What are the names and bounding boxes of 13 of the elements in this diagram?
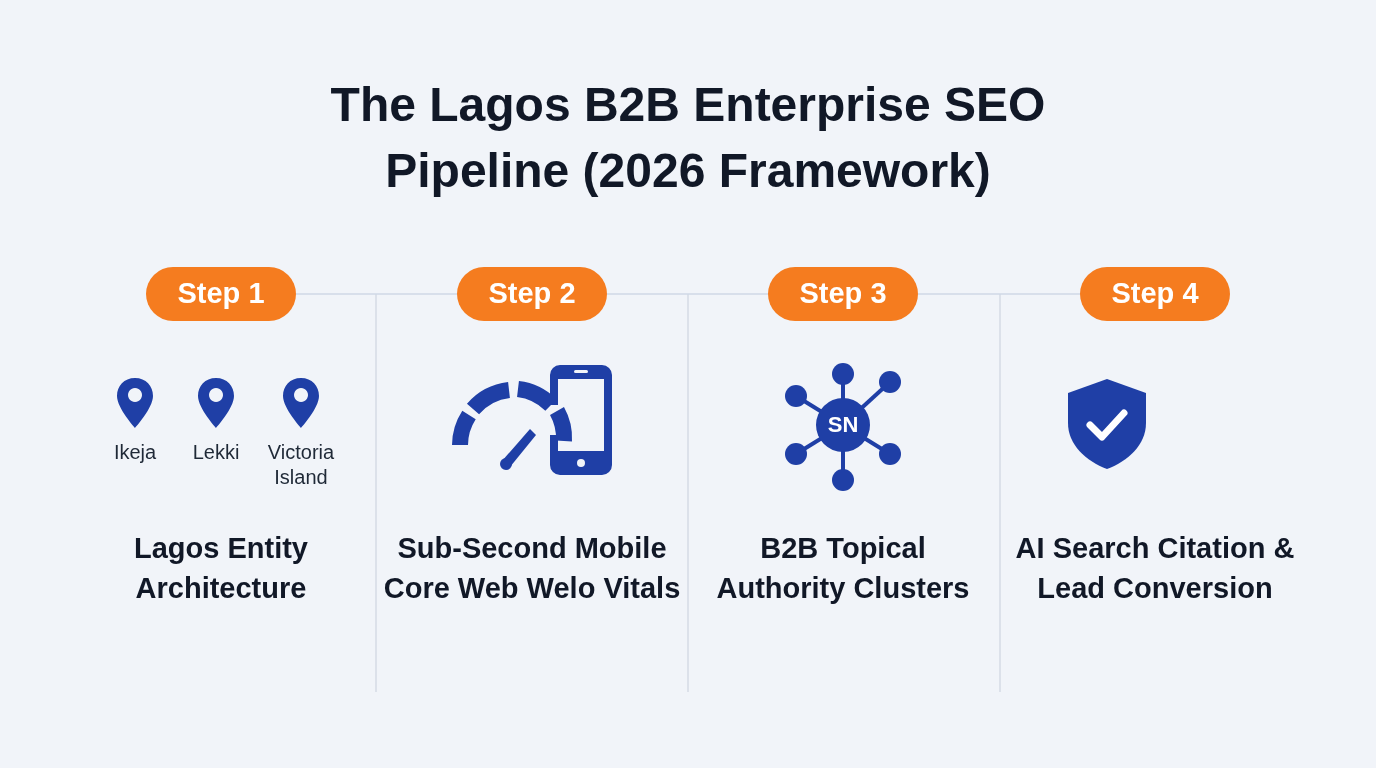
step-badge: Step 2 [457, 267, 607, 321]
title: The Lagos B2B Enterprise SEO Pipeline (2026 Framework) [329, 77, 1047, 199]
hub-label: SN [826, 412, 860, 438]
place-label: Ikeja [112, 440, 158, 465]
step-badge: Step 4 [1080, 267, 1230, 321]
step-badge: Step 3 [768, 267, 918, 321]
step-title: B2B Topical Authority Clusters [715, 531, 971, 606]
step-badge: Step 1 [146, 267, 296, 321]
place-label: Lekki [191, 440, 241, 465]
step-title: Lagos Entity Architecture [133, 531, 309, 606]
step-title: AI Search Citation & Lead Conversion [1014, 531, 1296, 606]
step-title: Sub-Second Mobile Core Web Welo Vitals [382, 531, 682, 606]
place-label: Victoria Island [266, 440, 336, 490]
